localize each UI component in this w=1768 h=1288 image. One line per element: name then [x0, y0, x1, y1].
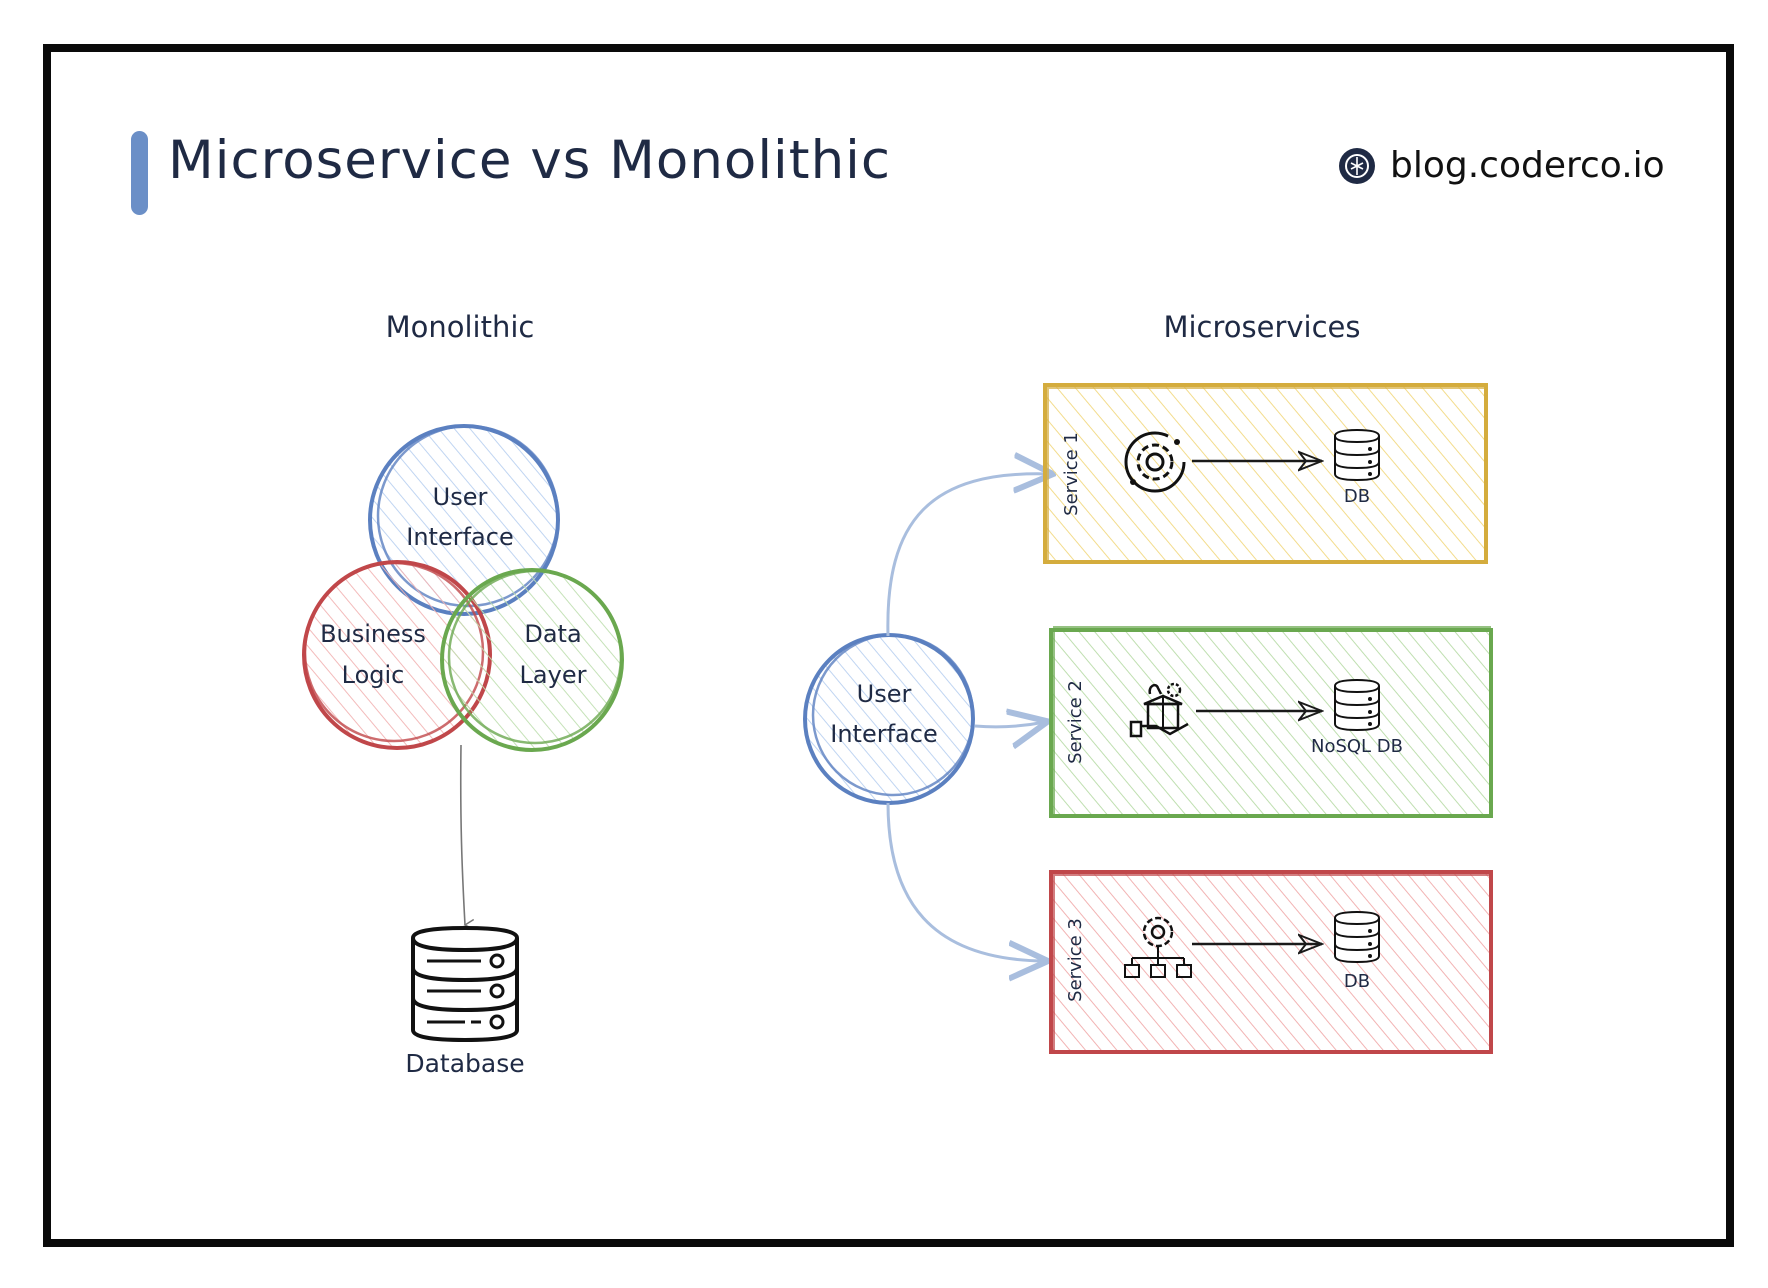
- service-2-db-label: NoSQL DB: [1311, 736, 1403, 757]
- ms-ui-circle: [803, 633, 975, 805]
- business-label-line1: Business: [320, 620, 426, 648]
- ms-ui-label-line1: User: [857, 680, 912, 708]
- service-1-box: [1043, 383, 1488, 564]
- brand[interactable]: blog.coderco.io: [1338, 145, 1665, 186]
- microservices-heading: Microservices: [1163, 310, 1360, 344]
- brand-url[interactable]: blog.coderco.io: [1390, 145, 1665, 186]
- gear-hierarchy-icon: [1124, 916, 1192, 978]
- service-2-name: Service 2: [1065, 680, 1086, 764]
- title-accent-bar: [131, 131, 148, 215]
- ui-to-service2-arrow: [974, 722, 1045, 727]
- monolith-to-db-arrow: [459, 744, 475, 931]
- service-3-box: [1049, 870, 1493, 1054]
- data-layer-label-line1: Data: [524, 620, 581, 648]
- ui-to-service3-arrow: [886, 802, 1045, 961]
- service-1-name: Service 1: [1061, 432, 1082, 516]
- ui-label-line2: Interface: [406, 523, 513, 551]
- service-3-db-label: DB: [1344, 971, 1370, 992]
- database-label: Database: [405, 1049, 524, 1078]
- ui-to-service1-arrow: [886, 474, 1050, 637]
- service-2-box: [1049, 626, 1493, 818]
- hand-box-gear-icon: [1129, 682, 1189, 738]
- gear-cycle-icon: [1124, 431, 1186, 493]
- brand-logo-icon: [1339, 147, 1375, 184]
- service-3-name: Service 3: [1065, 918, 1086, 1002]
- service-3-db-icon: [1334, 910, 1380, 964]
- service-2-db-icon: [1334, 678, 1380, 732]
- service-1-db-icon: [1334, 428, 1380, 482]
- ms-ui-label-line2: Interface: [830, 720, 937, 748]
- data-layer-circle: [440, 568, 624, 752]
- page-title: Microservice vs Monolithic: [168, 130, 892, 191]
- data-layer-label-line2: Layer: [520, 661, 587, 689]
- database-icon: [411, 925, 519, 1043]
- ui-label-line1: User: [433, 483, 488, 511]
- business-label-line2: Logic: [342, 661, 405, 689]
- service-1-db-label: DB: [1344, 486, 1370, 507]
- monolithic-heading: Monolithic: [386, 310, 535, 344]
